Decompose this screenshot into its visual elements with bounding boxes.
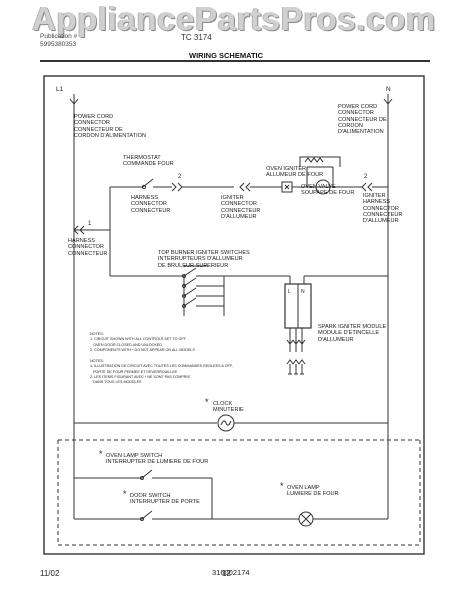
footer-date: 11/02 (40, 569, 60, 578)
door-switch-asterisk: * (123, 489, 127, 499)
door-switch-label: DOOR SWITCH INTERRUPTER DE PORTE (130, 493, 200, 506)
harness-left-label: HARNESS CONNECTOR CONNECTEUR (68, 238, 108, 257)
publication-label: Publication # (40, 33, 78, 40)
igniter-harness-chevrons (361, 182, 373, 192)
power-cord-left-label: POWER CORD CONNECTOR CONNECTEUR DE CORDO… (74, 114, 147, 139)
module-terminal-n: N (301, 289, 305, 295)
lamp-switch-asterisk: * (99, 449, 103, 459)
page-number: 12 (222, 569, 231, 578)
harness-connector-chevrons (171, 182, 183, 192)
connector-2b-label: 2 (364, 174, 368, 180)
igniter-coil (304, 157, 324, 163)
oven-lamp-switch-label: OVEN LAMP SWITCH INTERRUPTER DE LUMIERE … (106, 453, 209, 466)
oven-valve-coil (315, 179, 331, 195)
spark-module-label: SPARK IGNITER MODULE MODULE D'ETINCELLE … (318, 324, 387, 343)
oven-lamp-asterisk: * (280, 481, 284, 491)
oven-valve-label: OVEN VALVE SOUPAPE DE FOUR (301, 184, 355, 197)
oven-lamp-label: OVEN LAMP LUMIERE DE FOUR (287, 485, 339, 498)
top-burner-label: TOP BURNER IGNITER SWITCHES INTERRUPTEUR… (158, 250, 250, 269)
igniter-housing (299, 156, 341, 167)
spark-electrodes (286, 359, 306, 365)
clock-asterisk: * (205, 397, 209, 407)
watermark: AppliancePartsPros.com (32, 0, 436, 37)
igniter-harness-label: IGNITER HARNESS CONNECTOR CONNECTEUR D'A… (363, 193, 403, 224)
clock-label: CLOCK MINUTERIE (213, 401, 244, 414)
l1-arrow (69, 98, 79, 105)
l1-label: L1 (56, 86, 64, 93)
thermostat-label: THERMOSTAT COMMANDE FOUR (123, 155, 174, 168)
part-number: 316002174 (212, 568, 250, 577)
notes-block: NOTES: 1. CIRCUIT SHOWN WITH ALL CONTROL… (90, 332, 233, 385)
module-terminal-l: L (288, 289, 291, 295)
publication-number: 5995380353 (40, 41, 77, 48)
n-label: N (386, 86, 391, 93)
igniter-connector-chevrons (239, 182, 251, 192)
harness-connector-label: HARNESS CONNECTOR CONNECTEUR (131, 195, 171, 214)
oven-igniter-label: OVEN IGNITER ALLUMEUR DE FOUR (266, 166, 324, 179)
power-cord-right-label: POWER CORD CONNECTOR CONNECTEUR DE CORDO… (338, 104, 387, 135)
title-rule (40, 60, 430, 62)
page-title: WIRING SCHEMATIC (189, 51, 264, 60)
schematic-frame (43, 75, 425, 555)
igniter-connector-label: IGNITER CONNECTOR CONNECTEUR D'ALLUMEUR (221, 195, 261, 220)
model-number: TC 3174 (181, 33, 212, 42)
connector-2-label: 2 (178, 174, 182, 180)
n-arrow (383, 98, 393, 105)
connector-1-label: 1 (88, 221, 92, 227)
thermostat-contact (141, 184, 147, 190)
